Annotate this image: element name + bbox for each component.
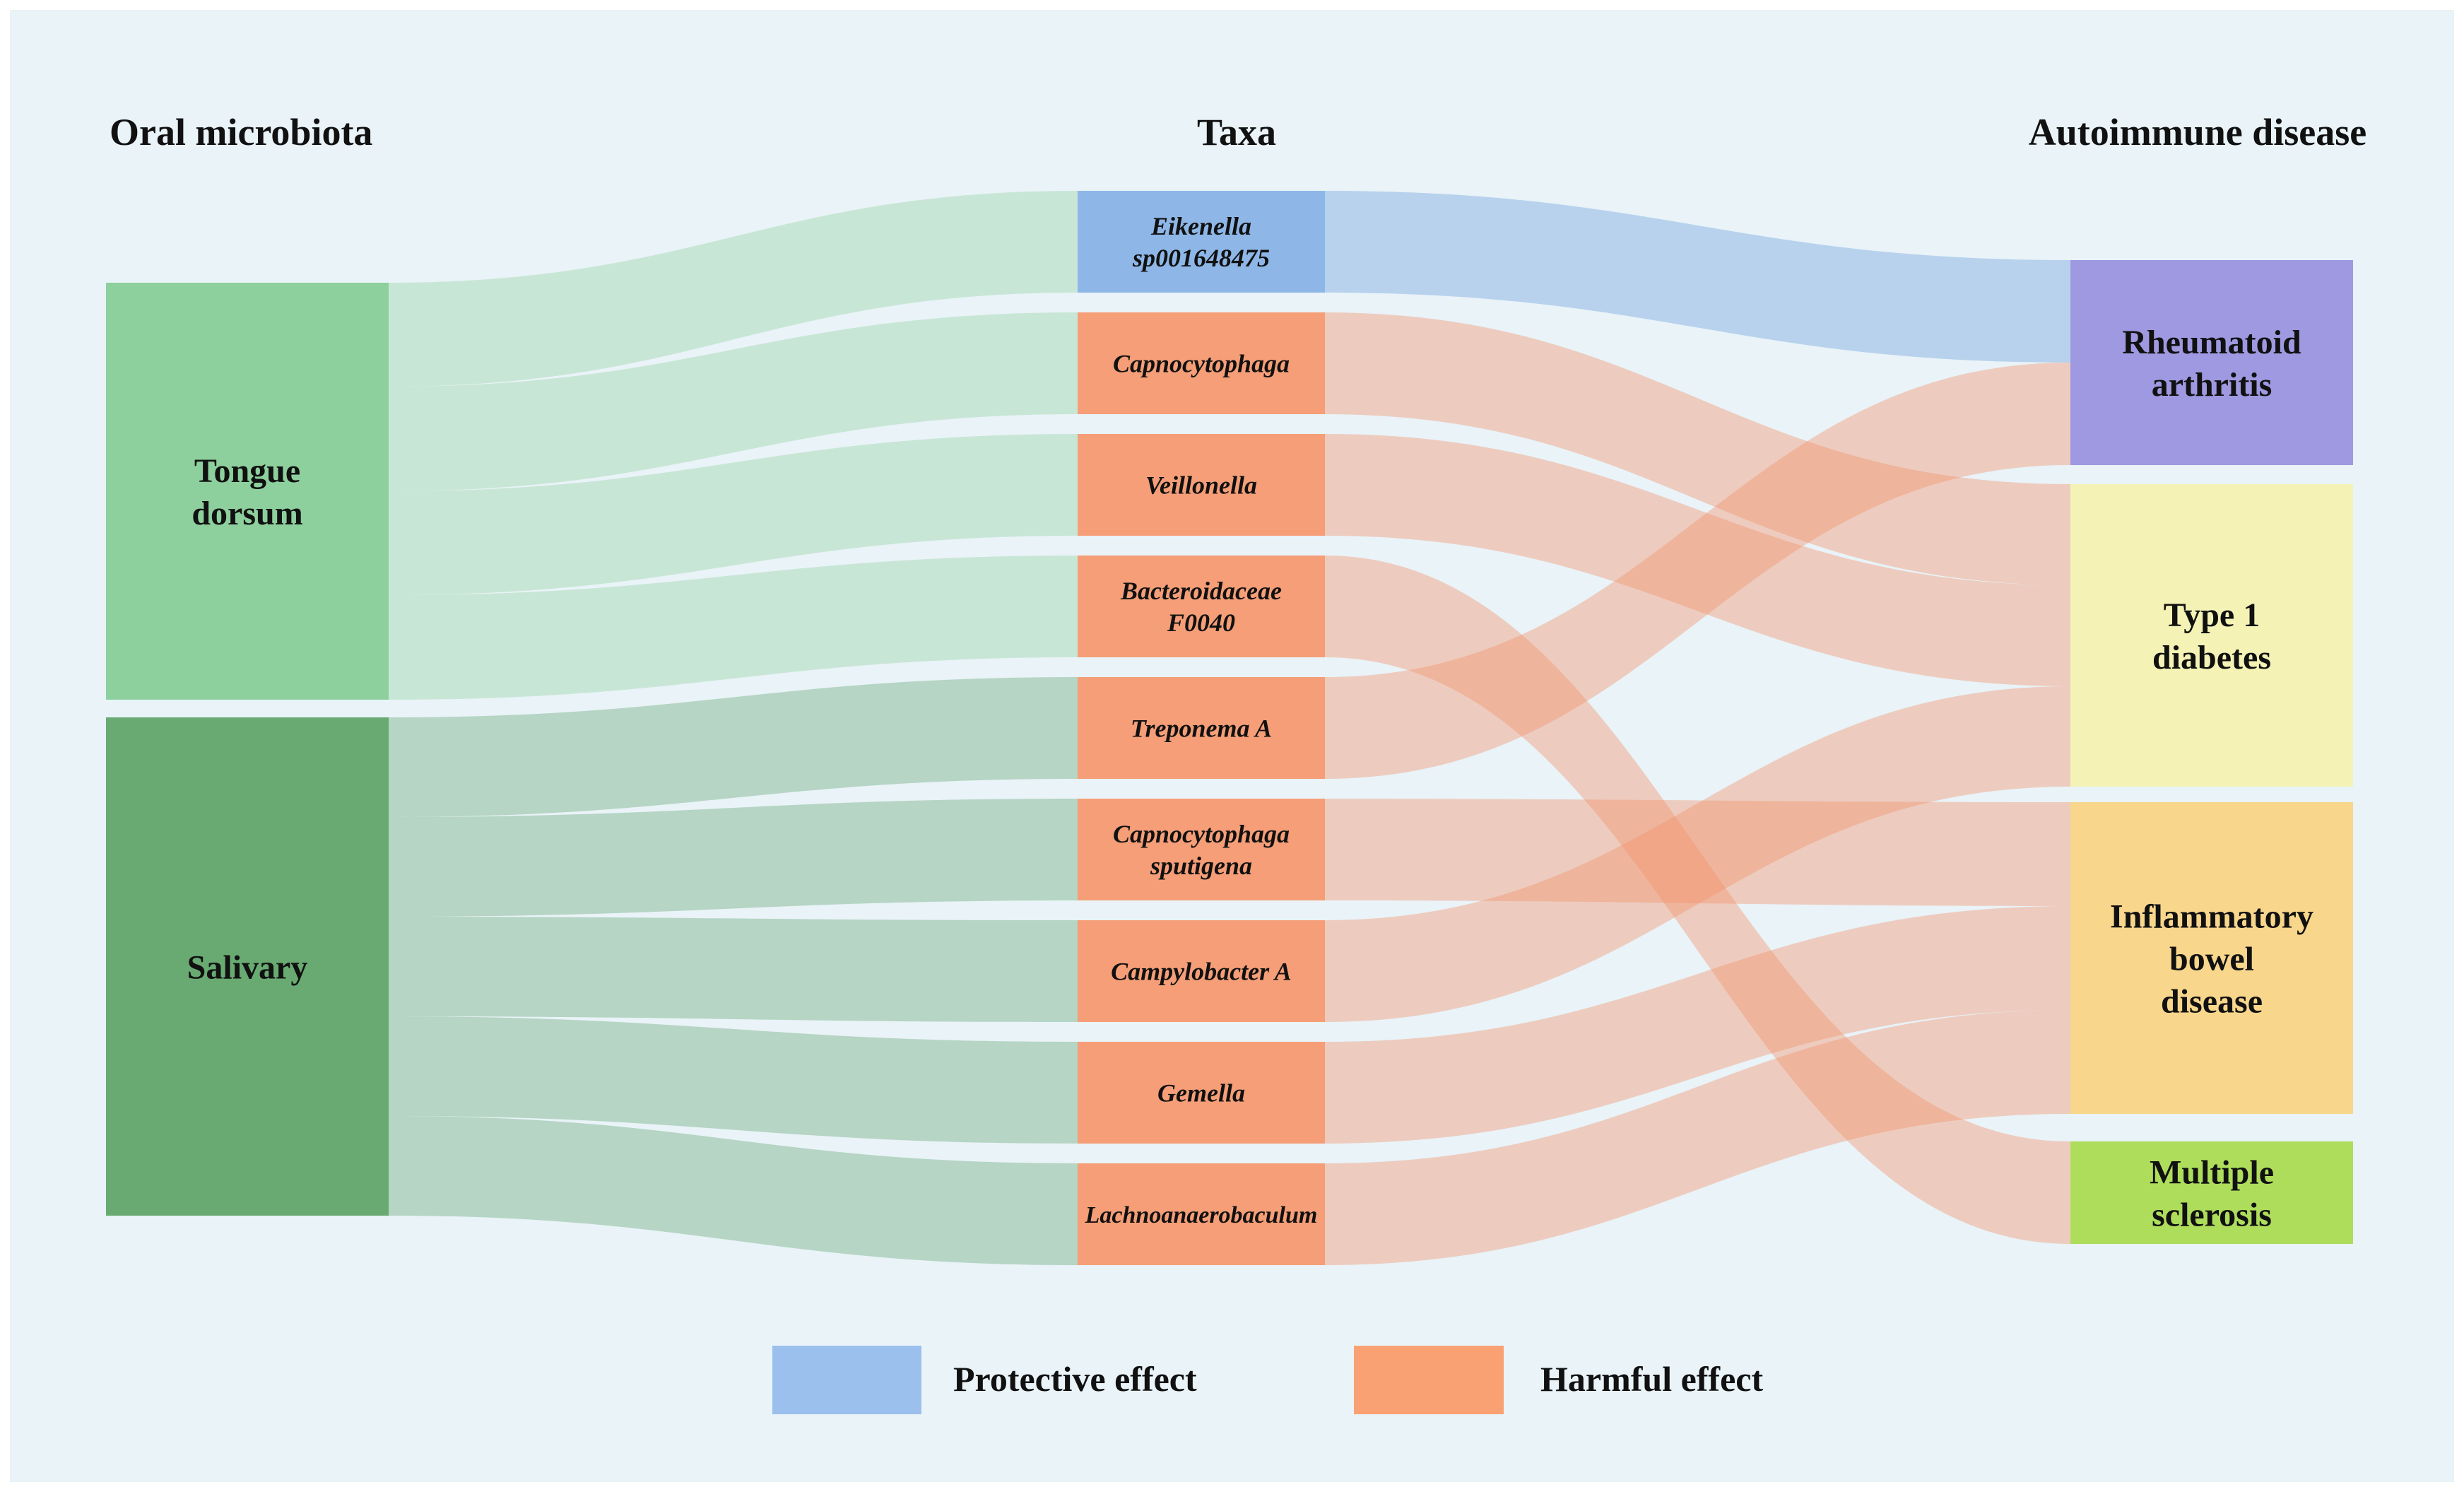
node-label-salivary: Salivary: [187, 948, 308, 986]
node-label-campylobacter-a: Campylobacter A: [1111, 958, 1292, 986]
flow-bacteroidaceae-f0040-to-multiple-sclerosis: [1325, 556, 2070, 1244]
flow-salivary-to-capnocytophaga-sputigena: [389, 799, 1078, 917]
node-gemella: [1078, 1042, 1325, 1144]
node-tongue-dorsum: [106, 283, 389, 700]
flow-veillonella-to-type-1-diabetes: [1325, 434, 2070, 686]
legend-protective-swatch: [772, 1346, 921, 1414]
flow-salivary-to-treponema-a: [389, 677, 1078, 817]
column-title-oral-microbiota: Oral microbiota: [110, 111, 372, 153]
flow-salivary-to-lachnoanaerobaculum: [389, 1116, 1078, 1265]
flow-tongue-dorsum-to-capnocytophaga: [389, 312, 1078, 491]
legend-harmful-swatch: [1354, 1346, 1504, 1414]
flow-lachnoanaerobaculum-to-inflammatory-bowel-disease: [1325, 1010, 2070, 1265]
node-inflammatory-bowel-disease: [2070, 802, 2353, 1114]
flow-tongue-dorsum-to-eikenella-sp001648475: [389, 191, 1078, 387]
node-capnocytophaga: [1078, 312, 1325, 414]
flow-tongue-dorsum-to-bacteroidaceae-f0040: [389, 556, 1078, 700]
column-title-autoimmune-disease: Autoimmune disease: [2029, 111, 2367, 153]
flow-salivary-to-gemella: [389, 1016, 1078, 1144]
node-label-treponema-a: Treponema A: [1131, 715, 1272, 743]
flow-salivary-to-campylobacter-a: [389, 917, 1078, 1022]
flow-capnocytophaga-sputigena-to-inflammatory-bowel-disease: [1325, 799, 2070, 906]
node-label-gemella: Gemella: [1157, 1079, 1245, 1108]
node-lachnoanaerobaculum: [1078, 1163, 1325, 1265]
node-multiple-sclerosis: [2070, 1141, 2353, 1244]
node-label-capnocytophaga: Capnocytophaga: [1113, 350, 1290, 378]
flow-eikenella-sp001648475-to-rheumatoid-arthritis: [1325, 191, 2070, 363]
flow-campylobacter-a-to-type-1-diabetes: [1325, 686, 2070, 1022]
flow-gemella-to-inflammatory-bowel-disease: [1325, 906, 2070, 1144]
node-rheumatoid-arthritis: [2070, 260, 2353, 465]
flow-treponema-a-to-rheumatoid-arthritis: [1325, 363, 2070, 779]
flow-capnocytophaga-to-type-1-diabetes: [1325, 312, 2070, 585]
flow-tongue-dorsum-to-veillonella: [389, 434, 1078, 595]
legend: Protective effect Harmful effect: [772, 1346, 1763, 1414]
node-treponema-a: [1078, 677, 1325, 779]
flow-ribbons-layer: [389, 191, 2070, 1265]
legend-protective-label: Protective effect: [953, 1359, 1197, 1399]
legend-harmful-label: Harmful effect: [1540, 1359, 1763, 1399]
node-bacteroidaceae-f0040: [1078, 556, 1325, 657]
node-type-1-diabetes: [2070, 484, 2353, 787]
node-label-veillonella: Veillonella: [1145, 471, 1257, 500]
node-eikenella-sp001648475: [1078, 191, 1325, 293]
column-title-taxa: Taxa: [1197, 111, 1276, 153]
node-salivary: [106, 717, 389, 1216]
node-veillonella: [1078, 434, 1325, 536]
node-capnocytophaga-sputigena: [1078, 799, 1325, 900]
node-campylobacter-a: [1078, 920, 1325, 1022]
node-label-lachnoanaerobaculum: Lachnoanaerobaculum: [1085, 1202, 1318, 1228]
